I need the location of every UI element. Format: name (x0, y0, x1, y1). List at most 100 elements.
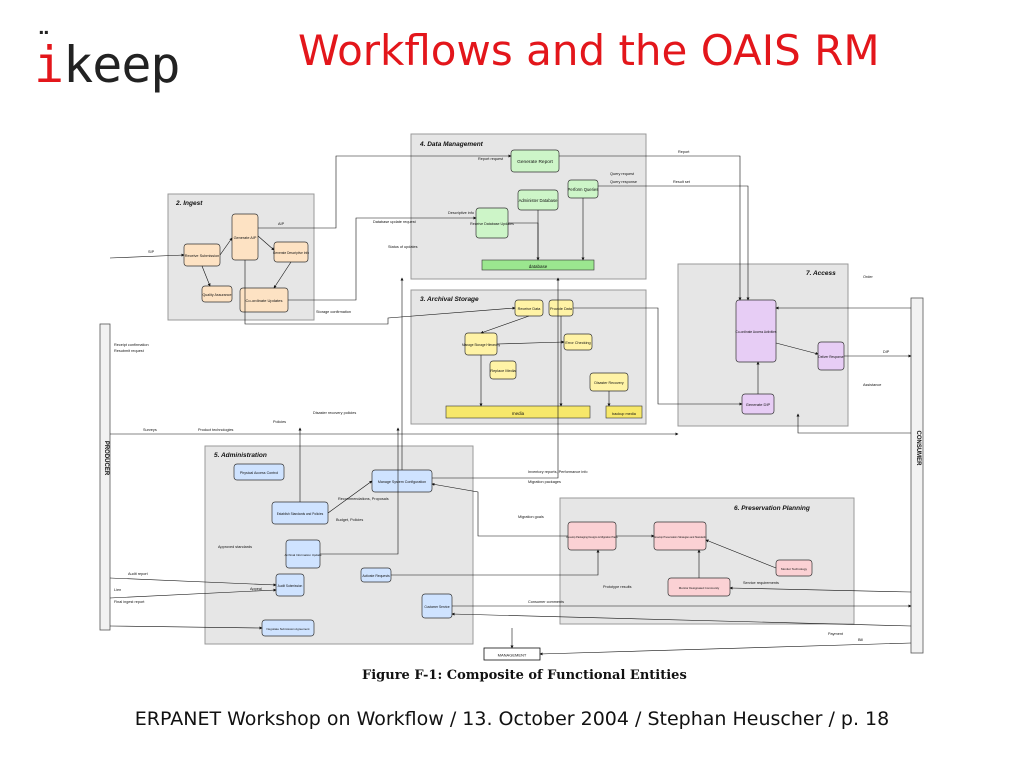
flow-label: Receipt confirmation (114, 343, 149, 347)
access-label: 7. Access (806, 270, 836, 277)
flow-label: Descriptive info (448, 211, 474, 215)
flow-label: Approved standards (218, 545, 252, 549)
flow-label: Report request (478, 157, 504, 161)
flow-label: Lien (114, 588, 121, 592)
flow-label: Report (678, 150, 690, 154)
node-error-checking-label: Error Checking (565, 341, 590, 345)
connector (729, 586, 912, 593)
connector (257, 235, 275, 251)
node-media (445, 405, 591, 419)
node-disaster-recovery-label: Disaster Recovery (594, 381, 624, 385)
connector (598, 185, 750, 301)
node-customer-service-label: Customer Service (424, 605, 450, 609)
flow-label: Service requirements (743, 581, 779, 585)
archival-storage-label: 3. Archival Storage (420, 296, 479, 303)
node-coordinate-access-activities-label: Co-ordinate Access Activities (736, 330, 777, 334)
node-generate-report (510, 149, 560, 173)
producer-bar (99, 323, 111, 631)
connector (559, 155, 742, 301)
connector (109, 588, 277, 599)
node-receive-database-updates-label: Receive Database Updates (470, 222, 514, 226)
logo-dots: ¨ (36, 28, 52, 58)
figure-caption: Figure F-1: Composite of Functional Enti… (362, 668, 687, 683)
node-audit-submission-label: Audit Submission (278, 584, 303, 588)
diagram-connectors (109, 154, 912, 656)
consumer-label: CONSUMER (915, 430, 921, 466)
node-develop-packaging-designs-label: Develop Packaging Designs & Migration Pl… (566, 536, 618, 539)
node-develop-preservation-strategies-label: Develop Preservation Strategies and Stan… (654, 536, 708, 539)
node-establish-standards-and-policies-label: Establish Standards and Policies (277, 512, 324, 516)
flow-label: Final ingest report (114, 600, 145, 604)
flow-label: Appeal (250, 587, 262, 591)
consumer-bar (910, 297, 924, 654)
flow-label: Audit report (128, 572, 149, 576)
node-backup-media (605, 405, 643, 419)
node-physical-access-control (233, 463, 285, 481)
logo-wordmark: ikeep (34, 36, 181, 94)
node-receive-submission-label: Receive Submission (185, 254, 219, 258)
connector (109, 625, 263, 630)
node-manage-system-configuration-label: Manage System Configuration (378, 480, 426, 484)
connector (496, 340, 565, 345)
node-physical-access-control-label: Physical Access Control (240, 471, 279, 475)
connector (705, 539, 777, 569)
node-media-label: media (512, 411, 525, 416)
flow-label: Order (863, 275, 873, 279)
connector (320, 427, 400, 555)
connector (573, 307, 743, 406)
flow-label: Surveys (143, 428, 157, 432)
connector (327, 480, 373, 514)
node-receive-data-label: Receive Data (518, 307, 542, 311)
flow-label: Storage confirmation (316, 310, 351, 314)
connector (244, 260, 516, 325)
preservation-planning-label: 6. Preservation Planning (734, 505, 810, 512)
node-database-label: database (529, 264, 548, 269)
slide-title: Workflows and the OAIS RM (298, 26, 880, 75)
node-deliver-response-label: Deliver Response (818, 355, 843, 359)
connector (288, 216, 477, 301)
flow-label: SIP (148, 250, 155, 254)
connector (451, 612, 912, 627)
node-perform-queries-label: Perform Queries (568, 187, 599, 192)
connector (391, 549, 600, 576)
flow-label: Status of updates (388, 245, 418, 249)
flow-label: Inventory reports, Performance info (528, 470, 588, 474)
connector (201, 265, 211, 287)
flow-label: Query response (610, 180, 637, 184)
flow-label: Resubmit request (114, 349, 145, 353)
ingest-label: 2. Ingest (175, 200, 203, 207)
management-label: MANAGEMENT (498, 653, 527, 658)
flow-label: DIP (883, 350, 890, 354)
logo-accent-letter: i (34, 36, 64, 94)
node-replace-media-label: Replace Media (490, 369, 516, 373)
connector (480, 315, 530, 334)
node-archival-information-update-label: Archival Information Update (284, 553, 321, 557)
ikeep-logo: ¨ ikeep (34, 22, 244, 94)
node-quality-assurance (201, 285, 233, 303)
data-management-label: 4. Data Management (419, 141, 484, 148)
connector (109, 253, 185, 259)
flow-label: Policies (273, 420, 286, 424)
flow-label: Recommendations, Proposals (338, 497, 389, 501)
node-quality-assurance-label: Quality Assurance (203, 293, 232, 297)
node-administer-database-label: Administer Database (519, 198, 559, 203)
flow-label: Budget, Policies (336, 518, 363, 522)
flow-labels: SIP AIP DIP Report Report request Query … (114, 150, 890, 642)
node-coordinate-updates-label: Co-ordinate Updates (246, 298, 283, 303)
connector (775, 342, 819, 355)
flow-label: Prototype results (603, 585, 632, 589)
flow-label: Payment (828, 632, 844, 636)
flow-label: Product technologies (198, 428, 234, 432)
node-negotiate-submission-agreement-label: Negotiate Submission Agreement (267, 627, 310, 631)
connector (258, 154, 512, 229)
node-generate-dip-label: Generate DIP (746, 402, 771, 407)
connector (431, 482, 568, 537)
connector (432, 277, 560, 479)
node-generate-report-label: Generate Report (517, 159, 553, 165)
node-generate-descriptive-info-label: Generate Descriptive Info (273, 251, 309, 255)
logo-rest: keep (63, 36, 180, 94)
administration-label: 5. Administration (214, 452, 267, 459)
oais-functional-entities-diagram: PRODUCER CONSUMER 4. Data Management 2. … (98, 128, 928, 663)
flow-label: Migration packages (528, 480, 561, 484)
flow-label: AIP (278, 222, 285, 226)
